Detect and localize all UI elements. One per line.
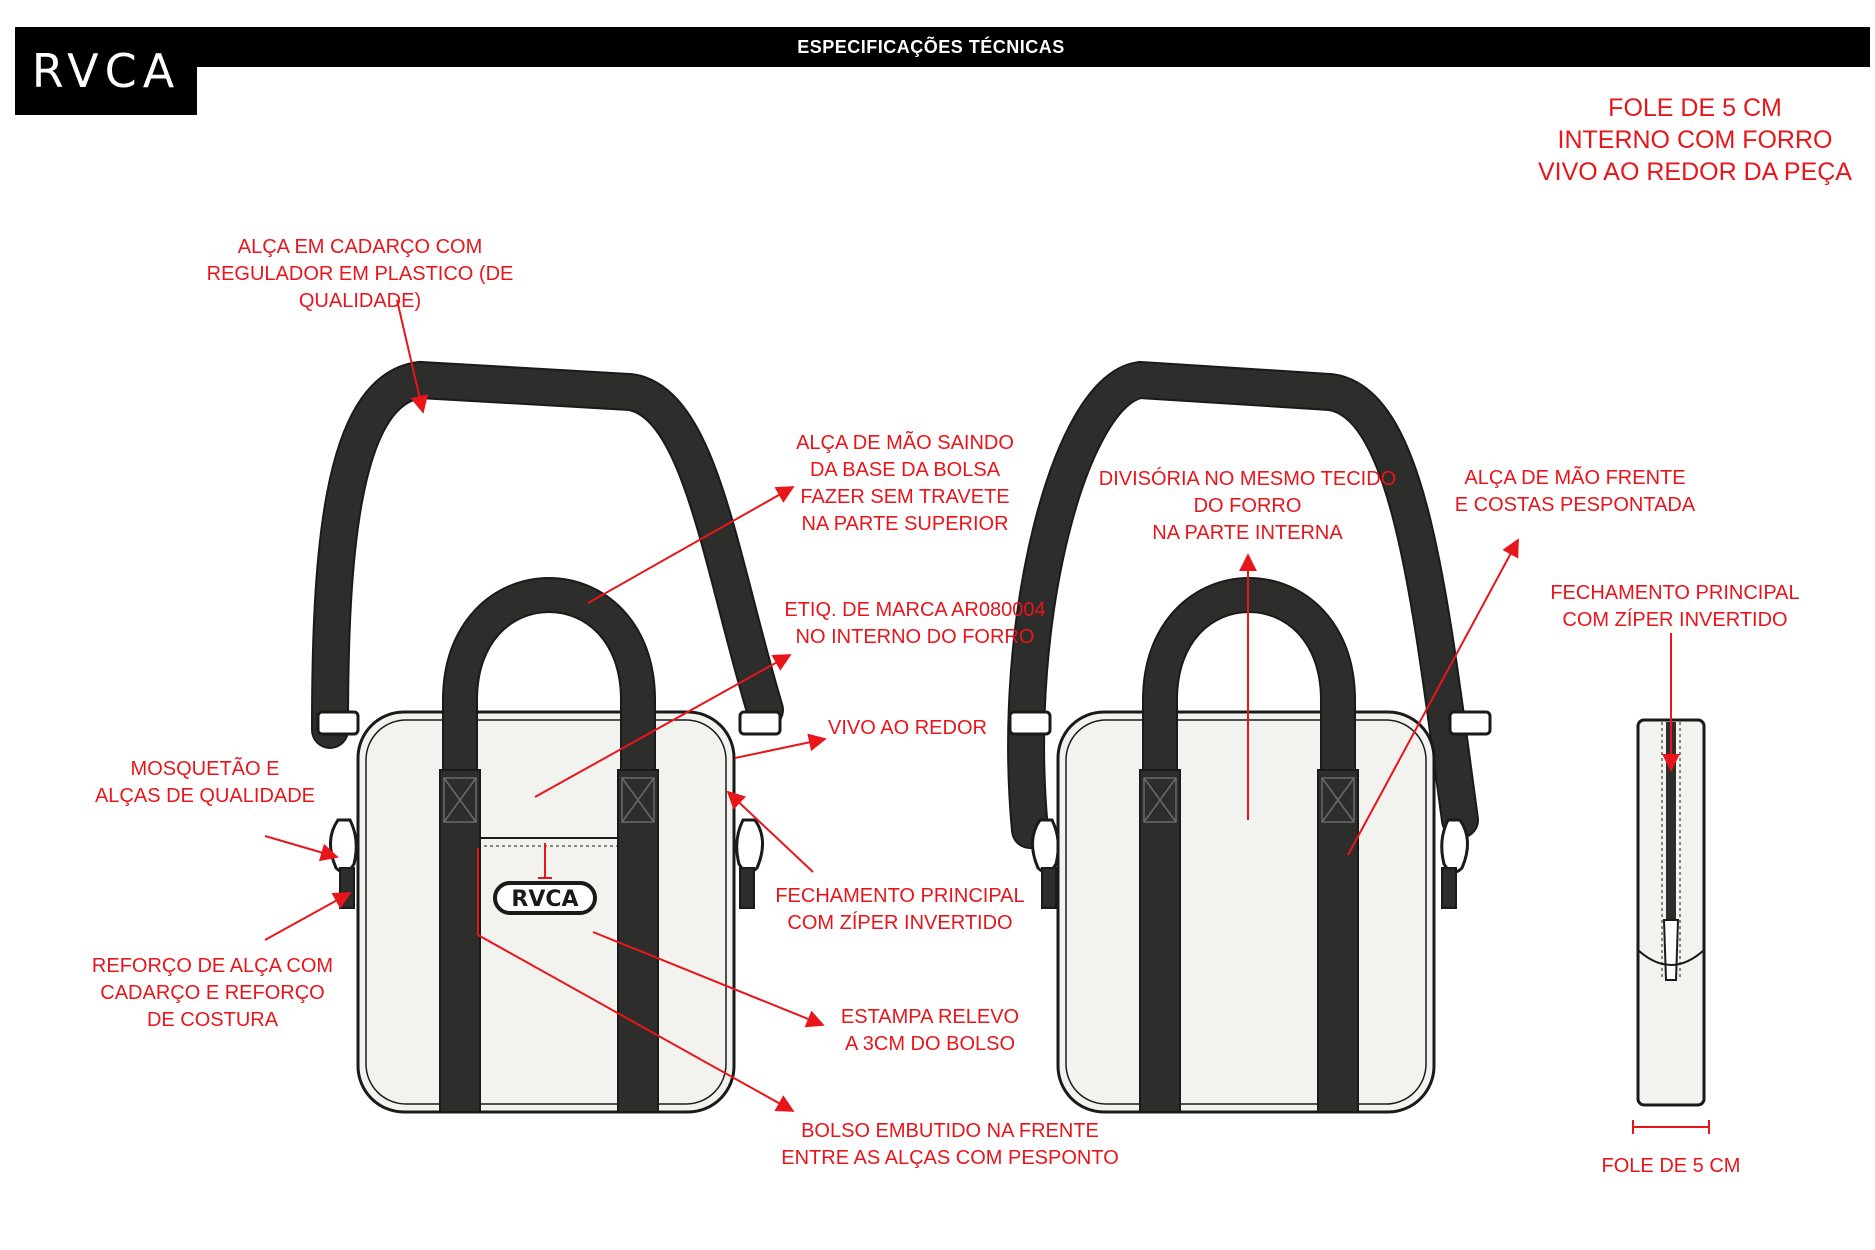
bag-print-text: RVCA bbox=[511, 887, 578, 912]
left-strap-buckle bbox=[316, 710, 360, 736]
callout-mosquetao: MOSQUETÃO E ALÇAS DE QUALIDADE bbox=[94, 758, 316, 807]
callout-alca-mao-frente: ALÇA DE MÃO FRENTE E COSTAS PESPONTADA bbox=[1454, 467, 1696, 516]
back-left-webbing bbox=[1139, 769, 1181, 1113]
back-left-buckle bbox=[1008, 710, 1052, 736]
front-view: RVCA bbox=[311, 360, 784, 1114]
callout-fole: FOLE DE 5 CM bbox=[1601, 1155, 1741, 1177]
back-right-webbing bbox=[1317, 769, 1359, 1113]
callout-fechamento-side: FECHAMENTO PRINCIPAL COM ZÍPER INVERTIDO bbox=[1550, 582, 1800, 631]
callout-etiqueta: ETIQ. DE MARCA AR080004 NO INTERNO DO FO… bbox=[784, 599, 1046, 648]
right-strap-buckle bbox=[738, 710, 782, 736]
arrow-mosquetao bbox=[264, 835, 339, 862]
left-carabiner-icon bbox=[329, 818, 358, 874]
side-view bbox=[1632, 718, 1710, 1134]
page-title: ESPECIFICAÇÕES TÉCNICAS bbox=[797, 37, 1065, 57]
back-bag-body bbox=[1056, 710, 1436, 1114]
arrow-etiqueta bbox=[534, 654, 792, 798]
callout-fechamento-front: FECHAMENTO PRINCIPAL COM ZÍPER INVERTIDO bbox=[775, 885, 1025, 934]
front-right-webbing bbox=[617, 769, 659, 1113]
callout-vivo: VIVO AO REDOR bbox=[828, 717, 987, 739]
callout-alca-mao-base: ALÇA DE MÃO SAINDO DA BASE DA BOLSA FAZE… bbox=[796, 432, 1014, 535]
arrow-alca-cadarco bbox=[396, 299, 429, 414]
callout-alca-cadarco: ALÇA EM CADARÇO COM REGULADOR EM PLASTIC… bbox=[206, 236, 514, 312]
right-carabiner-icon bbox=[735, 818, 764, 874]
arrow-estampa bbox=[592, 931, 825, 1028]
callout-estampa: ESTAMPA RELEVO A 3CM DO BOLSO bbox=[840, 1006, 1020, 1055]
callout-arrows bbox=[264, 299, 1680, 1112]
note-top-right: FOLE DE 5 CM INTERNO COM FORRO VIVO AO R… bbox=[1538, 94, 1852, 186]
arrow-fechamento-front bbox=[726, 790, 814, 873]
callout-reforco: REFORÇO DE ALÇA COM CADARÇO E REFORÇO DE… bbox=[91, 955, 334, 1031]
brand-logo: RVCA bbox=[15, 27, 197, 115]
callout-bolso: BOLSO EMBUTIDO NA FRENTE ENTRE AS ALÇAS … bbox=[781, 1120, 1119, 1169]
back-right-buckle bbox=[1448, 710, 1492, 736]
zipper-pull-icon bbox=[1662, 919, 1680, 981]
arrow-alca-mao-frente bbox=[1347, 538, 1519, 856]
front-shoulder-strap bbox=[311, 360, 784, 749]
header-bar: ESPECIFICAÇÕES TÉCNICAS bbox=[195, 27, 1870, 67]
arrow-bolso bbox=[477, 848, 795, 1112]
arrow-vivo bbox=[734, 733, 827, 759]
arrow-reforco bbox=[264, 892, 352, 941]
front-left-webbing bbox=[439, 769, 481, 1113]
arrow-alca-mao-base bbox=[587, 486, 795, 604]
bag-print-logo bbox=[493, 881, 597, 915]
callout-divisoria: DIVISÓRIA NO MESMO TECIDO DO FORRO NA PA… bbox=[1098, 468, 1397, 544]
